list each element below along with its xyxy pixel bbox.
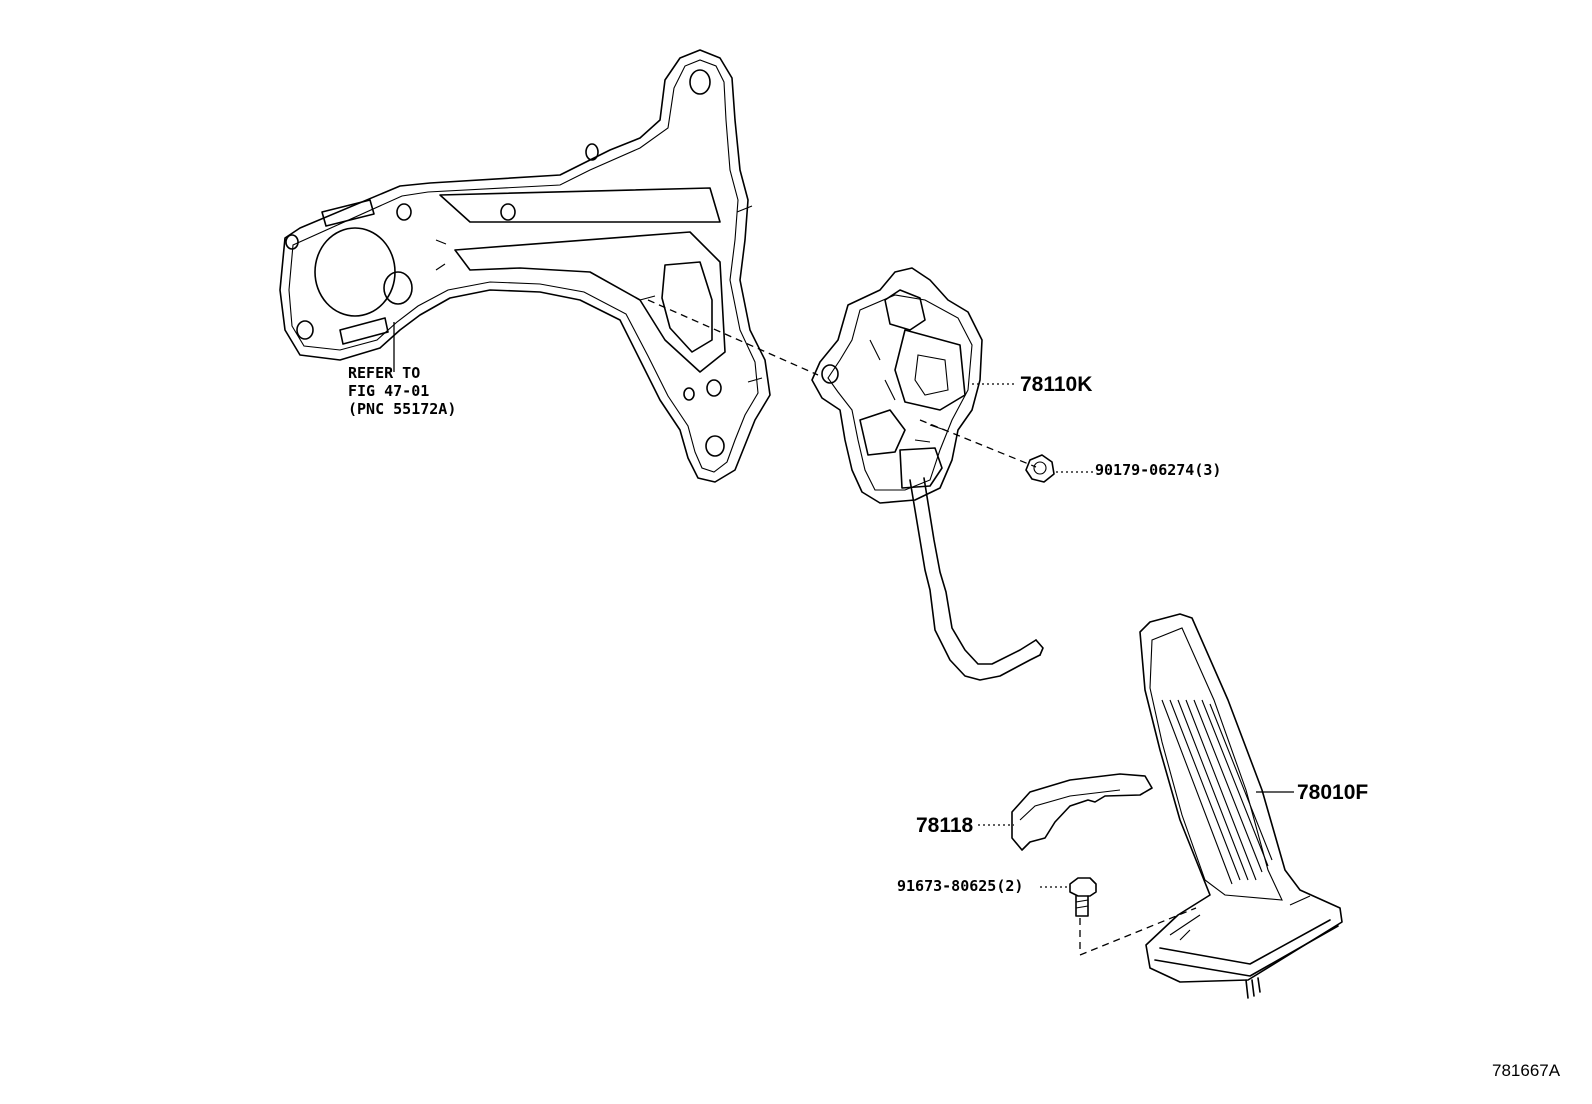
figure-id: 781667A [1492,1061,1561,1080]
cover-label: 78118 [916,814,974,837]
bolt-label: 91673-80625(2) [897,877,1024,895]
bracket-reference-note: REFER TO FIG 47-01 (PNC 55172A) [348,366,456,420]
sensor-assembly [811,267,1044,681]
pedal-assembly-label: 78010F [1297,781,1369,804]
alignment-line-bracket [647,299,819,376]
bracket-note-line-3: (PNC 55172A) [348,400,457,418]
accelerator-pedal [1139,613,1343,999]
pedal-cover [1011,773,1153,851]
nut [1025,454,1055,483]
bracket-note-line-2: FIG 47-01 [348,382,430,400]
alignment-line-nut [919,419,1037,468]
bolt [1069,877,1097,917]
nut-label: 90179-06274(3) [1095,461,1222,479]
sensor-assembly-label: 78110K [1020,373,1093,396]
pedal-bracket [279,49,771,483]
alignment-line-bolt [1079,907,1197,956]
bracket-note-line-1: REFER TO [348,364,421,382]
